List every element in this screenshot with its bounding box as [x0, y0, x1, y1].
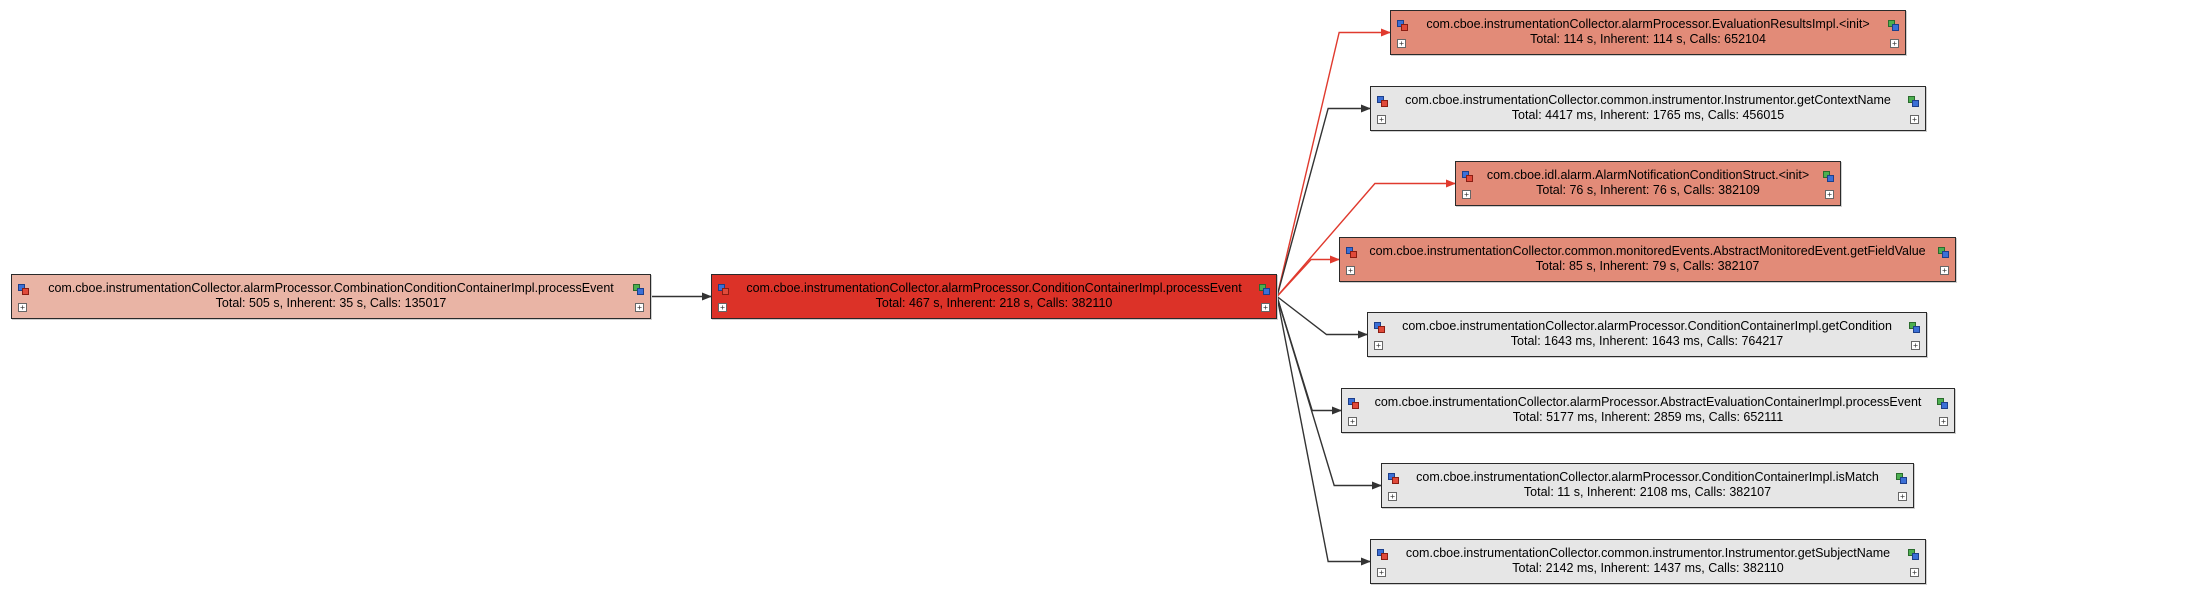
node-method-name: com.cboe.instrumentationCollector.alarmP…: [1402, 319, 1892, 333]
expand-toggle-icon-left[interactable]: +: [1348, 417, 1357, 426]
expand-toggle-icon-left[interactable]: +: [1377, 568, 1386, 577]
expand-toggle-icon-right[interactable]: +: [1911, 341, 1920, 350]
node-method-name: com.cboe.instrumentationCollector.common…: [1369, 244, 1926, 258]
expand-callees-icon[interactable]: [1908, 547, 1919, 560]
edge-center-to-c3: [1276, 179, 1456, 297]
call-node-c1[interactable]: com.cboe.instrumentationCollector.alarmP…: [1390, 10, 1906, 55]
expand-toggle-icon-right[interactable]: +: [1910, 115, 1919, 124]
node-stats: Total: 1643 ms, Inherent: 1643 ms, Calls…: [1510, 334, 1784, 348]
call-node-c2[interactable]: com.cboe.instrumentationCollector.common…: [1370, 86, 1926, 131]
expand-toggle-icon-left[interactable]: +: [18, 303, 27, 312]
call-node-c8[interactable]: com.cboe.instrumentationCollector.common…: [1370, 539, 1926, 584]
node-stats: Total: 5177 ms, Inherent: 2859 ms, Calls…: [1512, 410, 1784, 424]
expand-toggle-icon-right[interactable]: +: [635, 303, 644, 312]
expand-toggle-icon-right[interactable]: +: [1940, 266, 1949, 275]
node-method-name: com.cboe.instrumentationCollector.common…: [1405, 546, 1891, 560]
method-icon: [1374, 320, 1385, 333]
expand-callees-icon[interactable]: [1823, 169, 1834, 182]
expand-callees-icon[interactable]: [1259, 282, 1270, 295]
expand-toggle-icon-right[interactable]: +: [1939, 417, 1948, 426]
edge-center-to-c8: [1276, 296, 1371, 566]
expand-toggle-icon-left[interactable]: +: [1388, 492, 1397, 501]
method-icon: [1377, 94, 1388, 107]
expand-toggle-icon-left[interactable]: +: [1346, 266, 1355, 275]
node-stats: Total: 76 s, Inherent: 76 s, Calls: 3821…: [1536, 183, 1760, 197]
node-method-name: com.cboe.instrumentationCollector.alarmP…: [746, 281, 1242, 295]
expand-toggle-icon-right[interactable]: +: [1825, 190, 1834, 199]
call-node-c5[interactable]: com.cboe.instrumentationCollector.alarmP…: [1367, 312, 1927, 357]
expand-toggle-icon-right[interactable]: +: [1890, 39, 1899, 48]
edge-center-to-c1: [1276, 28, 1391, 297]
call-node-c7[interactable]: com.cboe.instrumentationCollector.alarmP…: [1381, 463, 1914, 508]
method-icon: [718, 282, 729, 295]
method-icon: [1348, 396, 1359, 409]
expand-callees-icon[interactable]: [1888, 18, 1899, 31]
expand-toggle-icon-left[interactable]: +: [1462, 190, 1471, 199]
node-method-name: com.cboe.instrumentationCollector.alarmP…: [1416, 470, 1879, 484]
expand-callees-icon[interactable]: [1937, 396, 1948, 409]
expand-callees-icon[interactable]: [1909, 320, 1920, 333]
node-method-name: com.cboe.idl.alarm.AlarmNotificationCond…: [1486, 168, 1810, 182]
call-node-center[interactable]: com.cboe.instrumentationCollector.alarmP…: [711, 274, 1277, 319]
edge-center-to-c6: [1276, 296, 1342, 415]
expand-toggle-icon-right[interactable]: +: [1261, 303, 1270, 312]
expand-toggle-icon-left[interactable]: +: [1377, 115, 1386, 124]
edge-center-to-c7: [1276, 296, 1382, 490]
expand-toggle-icon-left[interactable]: +: [1397, 39, 1406, 48]
expand-toggle-icon-left[interactable]: +: [718, 303, 727, 312]
expand-toggle-icon-left[interactable]: +: [1374, 341, 1383, 350]
call-node-c3[interactable]: com.cboe.idl.alarm.AlarmNotificationCond…: [1455, 161, 1841, 206]
expand-callees-icon[interactable]: [1938, 245, 1949, 258]
expand-callees-icon[interactable]: [1896, 471, 1907, 484]
node-method-name: com.cboe.instrumentationCollector.alarmP…: [1374, 395, 1922, 409]
node-stats: Total: 11 s, Inherent: 2108 ms, Calls: 3…: [1523, 485, 1772, 499]
call-node-c6[interactable]: com.cboe.instrumentationCollector.alarmP…: [1341, 388, 1955, 433]
expand-toggle-icon-right[interactable]: +: [1910, 568, 1919, 577]
method-icon: [1397, 18, 1408, 31]
call-node-c4[interactable]: com.cboe.instrumentationCollector.common…: [1339, 237, 1956, 282]
edge-center-to-c5: [1276, 295, 1368, 339]
expand-toggle-icon-right[interactable]: +: [1898, 492, 1907, 501]
node-stats: Total: 505 s, Inherent: 35 s, Calls: 135…: [215, 296, 447, 310]
node-method-name: com.cboe.instrumentationCollector.alarmP…: [1426, 17, 1870, 31]
node-stats: Total: 2142 ms, Inherent: 1437 ms, Calls…: [1512, 561, 1784, 575]
method-icon: [18, 282, 29, 295]
node-stats: Total: 114 s, Inherent: 114 s, Calls: 65…: [1530, 32, 1766, 46]
node-method-name: com.cboe.instrumentationCollector.common…: [1405, 93, 1891, 107]
call-node-root[interactable]: com.cboe.instrumentationCollector.alarmP…: [11, 274, 651, 319]
node-method-name: com.cboe.instrumentationCollector.alarmP…: [48, 281, 614, 295]
expand-callees-icon[interactable]: [1908, 94, 1919, 107]
method-icon: [1462, 169, 1473, 182]
method-icon: [1388, 471, 1399, 484]
method-icon: [1377, 547, 1388, 560]
edge-center-to-c2: [1276, 104, 1371, 297]
node-stats: Total: 4417 ms, Inherent: 1765 ms, Calls…: [1511, 108, 1785, 122]
expand-callees-icon[interactable]: [633, 282, 644, 295]
node-stats: Total: 467 s, Inherent: 218 s, Calls: 38…: [875, 296, 1113, 310]
edge-center-to-c4: [1276, 255, 1340, 297]
node-stats: Total: 85 s, Inherent: 79 s, Calls: 3821…: [1535, 259, 1760, 273]
method-icon: [1346, 245, 1357, 258]
